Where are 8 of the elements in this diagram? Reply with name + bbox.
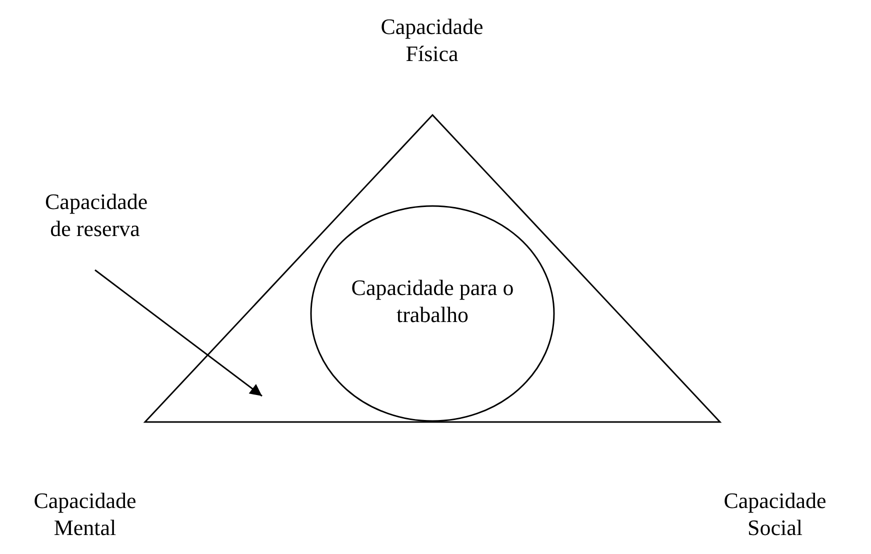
shape-label: Capacidade para o trabalho [350, 274, 515, 328]
corner-label: Capacidade Social [722, 487, 828, 541]
circle-shape [310, 205, 555, 422]
triangle-shape [145, 115, 720, 422]
callout-text: Capacidade de reserva [45, 188, 145, 242]
leader-arrow [94, 269, 262, 397]
corner-label: Capacidade Mental [32, 487, 138, 541]
corner-label: Capacidade Física [380, 13, 484, 67]
